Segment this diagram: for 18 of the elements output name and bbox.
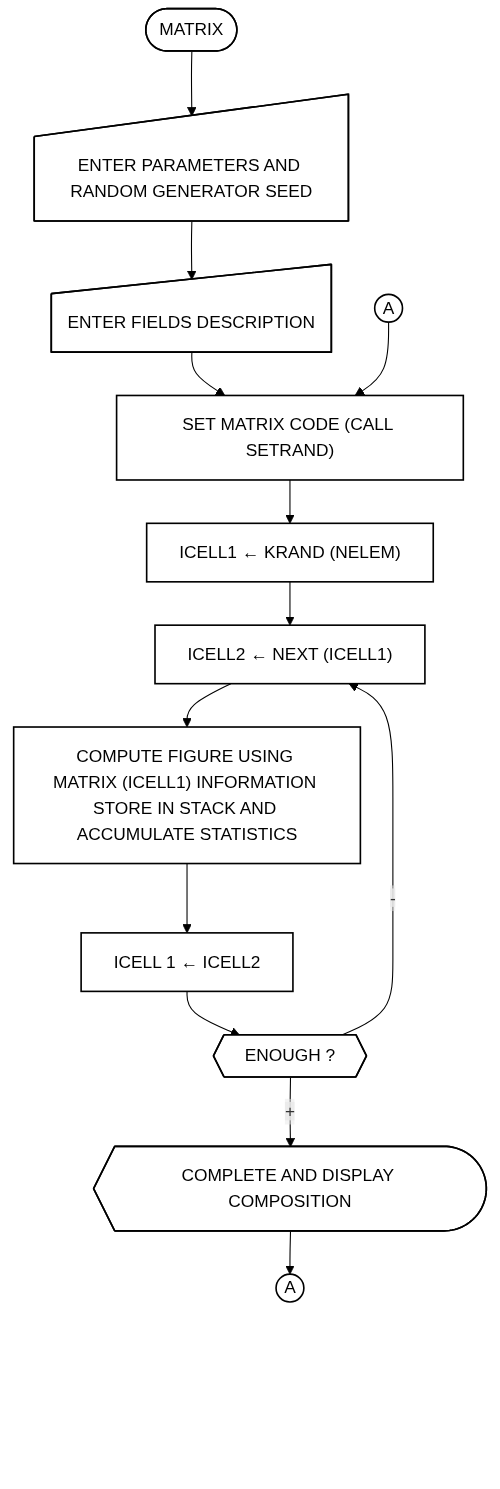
- node-circle: A: [275, 1273, 305, 1303]
- node-box: ICELL2 ← NEXT (ICELL1): [154, 624, 426, 685]
- arrow: [285, 479, 295, 524]
- arrow: [182, 863, 192, 934]
- arrow: [354, 321, 390, 396]
- node-circle: A: [373, 293, 404, 323]
- arrow: [186, 221, 197, 280]
- node-box: ICELL1 ← KRAND (NELEM): [145, 522, 435, 583]
- arrow: [182, 683, 232, 728]
- edge-label: -: [390, 888, 396, 907]
- node-box: SET MATRIX CODE (CALL SETRAND): [115, 394, 465, 481]
- arrow: [285, 1230, 295, 1275]
- node-box: COMPUTE FIGURE USING MATRIX (ICELL1) INFORMATION STORE IN STACK AND ACCUMULATE STATISTICS: [12, 726, 362, 865]
- arrow: [285, 581, 295, 626]
- arrow: [191, 352, 226, 396]
- arrow: [187, 50, 197, 117]
- edge-label: +: [284, 1101, 296, 1121]
- node-box: ICELL 1 ← ICELL2: [80, 932, 294, 993]
